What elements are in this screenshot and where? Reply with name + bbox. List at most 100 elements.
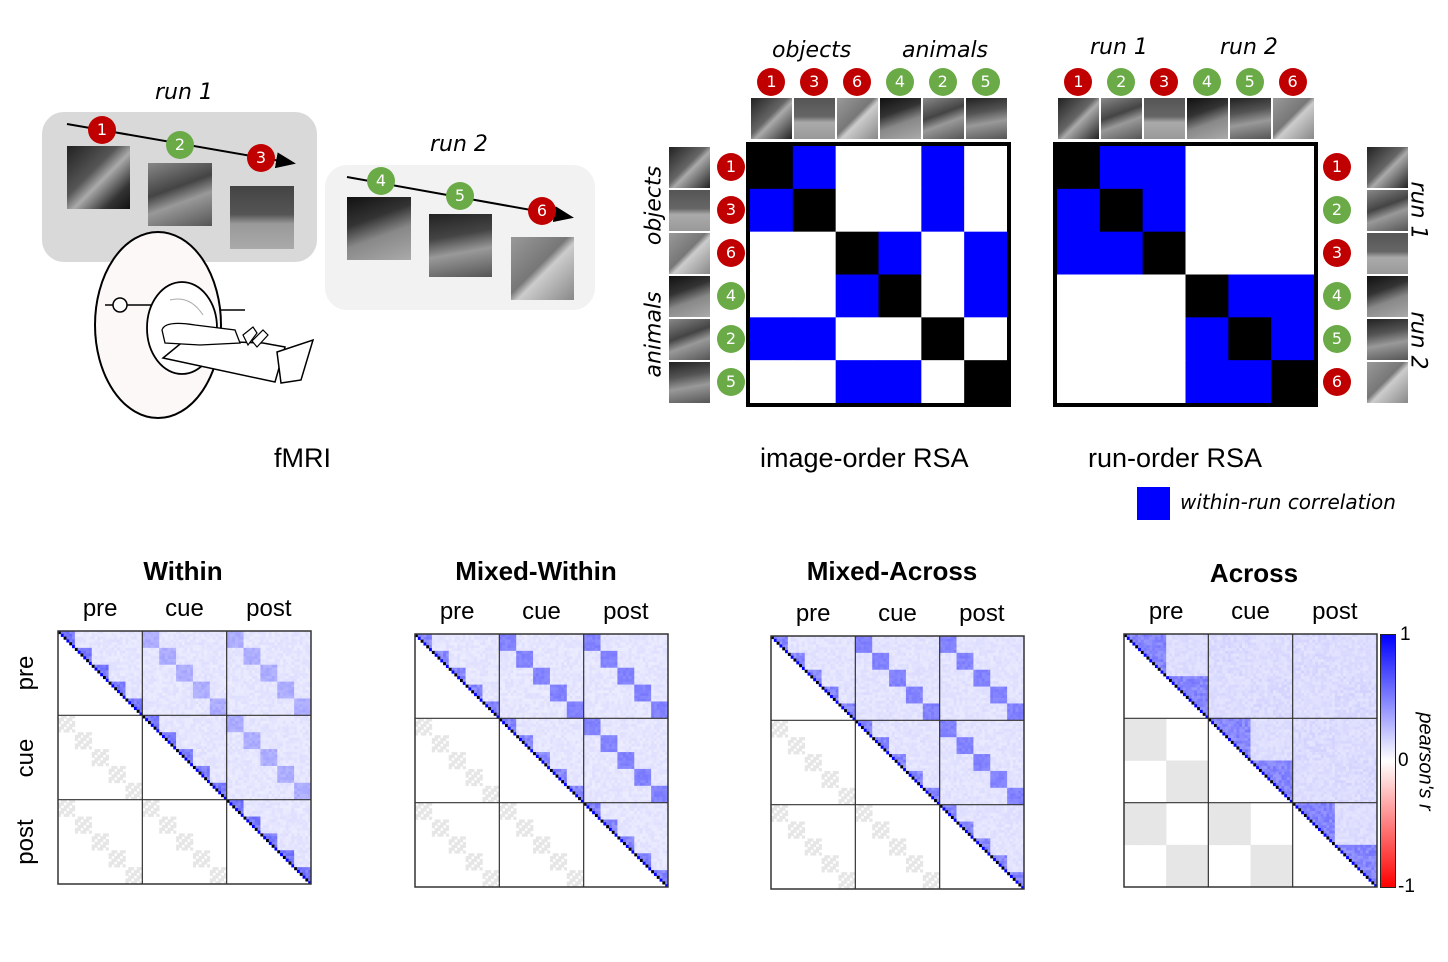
heatmap-cell: [218, 788, 222, 792]
heatmap-cell: [221, 695, 225, 699]
heatmap-cell: [209, 639, 213, 643]
axis-badge-1: 1: [1323, 153, 1351, 182]
heatmap-cell: [232, 805, 236, 809]
heatmap-cell: [302, 861, 306, 865]
heatmap-cell: [251, 636, 256, 640]
matrix-cell-r0-c4: [921, 146, 965, 190]
matrix-cell-r1-c0: [1057, 188, 1101, 233]
heatmap-cell: [102, 659, 107, 663]
heatmap-cell: [235, 661, 239, 666]
matrix-cell-r5-c0: [1057, 360, 1101, 404]
heatmap-cell: [58, 631, 62, 635]
heatmap-cell: [285, 743, 289, 747]
heatmap-cell: [159, 822, 163, 826]
heatmap-cell: [552, 639, 556, 643]
heatmap-cell: [282, 659, 286, 663]
heatmap-cell: [280, 678, 284, 682]
heatmap-cell: [285, 698, 289, 702]
heatmap-cell: [254, 678, 258, 682]
heatmap-cell: [147, 639, 152, 643]
heatmap-cell: [268, 779, 272, 784]
heatmap-cell: [131, 631, 135, 635]
heatmap-cell: [296, 704, 301, 708]
heatmap-cell: [302, 810, 306, 815]
heatmap-cell: [232, 802, 236, 806]
heatmap-cell: [139, 706, 143, 711]
heatmap-cell: [192, 698, 197, 702]
heatmap-cell: [77, 636, 81, 640]
heatmap-cell: [291, 692, 295, 696]
heatmap-cell: [173, 692, 177, 696]
heatmap-cell: [243, 692, 247, 696]
heatmap-cell: [153, 808, 157, 812]
heatmap-cell: [223, 631, 227, 635]
heatmap-cell: [198, 678, 202, 682]
heatmap-cell: [254, 720, 258, 725]
heatmap-cell: [257, 746, 261, 750]
heatmap-cell: [195, 720, 199, 725]
heatmap-cell: [221, 757, 225, 761]
heatmap-cell: [176, 687, 180, 691]
heatmap-cell: [153, 656, 157, 660]
heatmap-cell: [296, 684, 301, 688]
heatmap-cell: [280, 673, 284, 677]
heatmap-cell: [128, 631, 132, 635]
heatmap-cell: [232, 664, 236, 668]
heatmap-cell: [232, 737, 236, 741]
heatmap-cell: [614, 639, 618, 643]
matrix-cell-r2-c2: [835, 231, 879, 275]
heatmap-cell: [299, 794, 303, 798]
heatmap-cell: [642, 642, 646, 646]
heatmap-cell: [268, 754, 272, 758]
axis-thumbnail: [922, 98, 964, 139]
heatmap-cell: [249, 732, 253, 736]
heatmap-cell: [648, 639, 652, 643]
heatmap-cell: [611, 642, 615, 646]
heatmap-cell: [285, 650, 289, 654]
heatmap-cell: [266, 743, 270, 747]
heatmap-cell: [285, 732, 289, 736]
heatmap-cell: [94, 841, 98, 845]
heatmap-cell: [198, 631, 202, 635]
heatmap-cell: [201, 855, 205, 859]
heatmap-cell: [263, 737, 267, 741]
heatmap-cell: [201, 735, 205, 739]
heatmap-cell: [268, 670, 272, 674]
heatmap-cell: [285, 659, 289, 663]
heatmap-cell: [167, 822, 171, 826]
heatmap-cell: [209, 718, 213, 722]
heatmap-cell: [308, 647, 312, 651]
heatmap-cell: [285, 765, 289, 770]
heatmap-cell: [243, 729, 247, 733]
heatmap-cell: [285, 667, 289, 671]
heatmap-cell: [308, 768, 312, 772]
heatmap-cell: [246, 729, 250, 733]
heatmap-cell: [282, 740, 286, 744]
heatmap-cell: [209, 712, 213, 716]
heatmap-cell: [162, 695, 166, 699]
heatmap-cell: [195, 861, 199, 865]
heatmap-cell: [86, 819, 90, 823]
heatmap-cell: [614, 636, 618, 640]
heatmap-cell: [302, 701, 306, 705]
heatmap-cell: [162, 735, 166, 739]
heatmap-cell: [246, 799, 250, 803]
heatmap-cell: [209, 737, 213, 741]
heatmap-cell: [235, 631, 239, 635]
heatmap-cell: [86, 639, 90, 643]
heatmap-cell: [246, 675, 250, 680]
heatmap-cell: [221, 867, 225, 871]
heatmap-cell: [204, 659, 208, 663]
heatmap-cell: [274, 847, 278, 851]
heatmap-cell: [268, 830, 272, 834]
heatmap-cell: [623, 639, 627, 643]
heatmap-cell: [296, 706, 301, 711]
heatmap-cell: [237, 757, 242, 761]
heatmap-cell: [187, 720, 191, 725]
heatmap-cell: [249, 661, 253, 666]
heatmap-cell: [299, 844, 303, 848]
heatmap-cell: [162, 675, 166, 680]
heatmap-cell: [181, 687, 185, 691]
heatmap-cell: [156, 656, 160, 660]
heatmap-cell: [251, 715, 256, 719]
